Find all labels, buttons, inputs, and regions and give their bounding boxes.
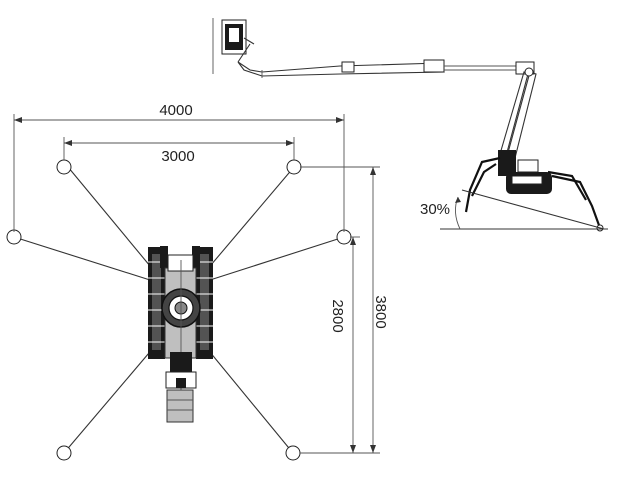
- dim-label-3800: 3800: [372, 295, 389, 328]
- dim-label-2800: 2800: [329, 299, 346, 332]
- dimension-overall-depth: 3800: [300, 166, 389, 454]
- dimension-overall-width: 4000: [13, 102, 345, 232]
- slope-ground: [440, 189, 608, 230]
- outrigger-legs: [13, 166, 345, 454]
- side-view-lift: 30%: [212, 18, 608, 232]
- chassis-top-view: [148, 246, 213, 423]
- dim-label-4000: 4000: [159, 102, 192, 119]
- dimension-inner-width: 3000: [63, 137, 295, 165]
- slope-angle-label: 30%: [420, 201, 450, 218]
- dimension-inner-depth: 2800: [300, 236, 360, 454]
- side-base: [498, 150, 552, 194]
- platform-basket: [221, 19, 255, 63]
- dim-label-3000: 3000: [161, 148, 194, 165]
